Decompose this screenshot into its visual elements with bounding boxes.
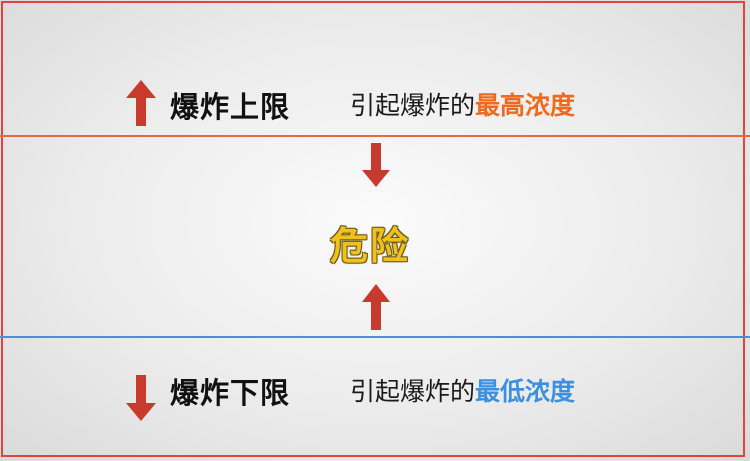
upper-desc-prefix: 引起爆炸的 — [350, 91, 476, 120]
danger-label: 危险 — [330, 224, 411, 268]
lower-limit-title: 爆炸下限 — [170, 376, 291, 410]
upper-limit-title: 爆炸上限 — [170, 90, 291, 124]
upper-desc-highlight: 最高浓度 — [475, 91, 576, 120]
lower-limit-line — [0, 336, 750, 338]
upper-limit-description: 引起爆炸的最高浓度 — [350, 86, 575, 122]
lower-limit-description: 引起爆炸的最低浓度 — [350, 372, 575, 408]
lower-desc-highlight: 最低浓度 — [475, 377, 576, 406]
lower-desc-prefix: 引起爆炸的 — [350, 377, 476, 406]
arrow-down-icon — [126, 375, 156, 421]
arrow-up-icon — [362, 284, 390, 330]
arrow-up-icon — [126, 80, 156, 126]
arrow-down-icon — [362, 143, 390, 187]
upper-limit-line — [0, 135, 750, 137]
